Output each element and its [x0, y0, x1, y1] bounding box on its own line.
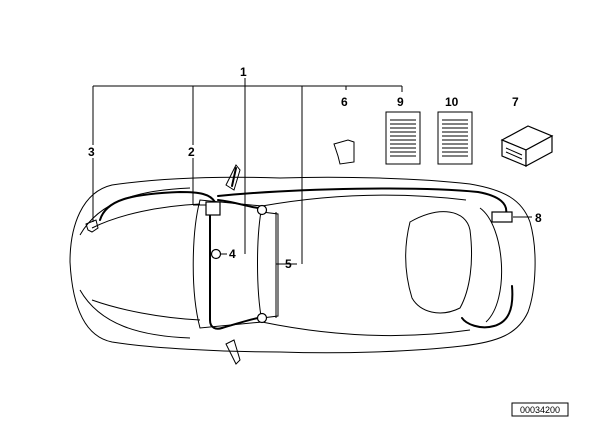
- trunk-line: [479, 207, 503, 323]
- part-9-document-icon: [385, 111, 421, 165]
- harness-left-side: [209, 209, 223, 330]
- part-7-box-icon: [500, 125, 554, 168]
- harness-rear-bottom: [461, 285, 514, 329]
- callout-7: 7: [512, 95, 519, 109]
- roof-line-bottom: [261, 321, 471, 337]
- leader-lines: [92, 78, 532, 318]
- mirror-bottom: [225, 339, 241, 365]
- callout-3: 3: [88, 145, 95, 159]
- harness-front-top: [99, 191, 216, 221]
- mirror-top: [225, 164, 241, 191]
- wiring-harness: [99, 167, 514, 330]
- windshield: [192, 199, 263, 329]
- loose-parts: [333, 111, 554, 168]
- car-outer-body: [69, 176, 536, 354]
- reference-number-box: 00034200: [511, 402, 569, 417]
- harness-to-top-connector: [217, 199, 259, 209]
- callout-10: 10: [445, 95, 459, 109]
- callout-6: 6: [341, 95, 348, 109]
- part-3-connector-icon: [85, 219, 99, 233]
- part-4-connector-icon: [210, 248, 222, 260]
- part-10-document-icon: [437, 111, 473, 165]
- callout-5: 5: [285, 257, 292, 271]
- callout-labels: 1 2 3 4 5 6 7 8 9 10: [88, 65, 542, 271]
- harness-to-bottom-connector: [221, 317, 259, 329]
- callout-2: 2: [188, 145, 195, 159]
- callout-1: 1: [240, 65, 247, 79]
- hood-crease-2: [91, 203, 201, 229]
- part-6-connector-icon: [333, 139, 355, 165]
- hood-crease: [91, 299, 201, 321]
- part-5-top-connector-icon: [256, 204, 268, 216]
- part-5-bottom-connector-icon: [256, 312, 268, 324]
- rear-window: [405, 211, 472, 314]
- installed-parts: [85, 201, 513, 324]
- hood-line-bottom: [79, 289, 191, 339]
- callout-8: 8: [535, 211, 542, 225]
- part-8-module-icon: [491, 211, 513, 223]
- reference-number: 00034200: [520, 405, 560, 415]
- harness-mirror-lead: [231, 167, 237, 187]
- callout-9: 9: [397, 95, 404, 109]
- hood-line-top: [79, 187, 191, 236]
- harness-roof-top: [217, 187, 508, 215]
- part-2-module-icon: [205, 201, 221, 216]
- roof-line-top: [261, 194, 467, 207]
- callout-4: 4: [229, 247, 236, 261]
- front-seats: [261, 211, 279, 319]
